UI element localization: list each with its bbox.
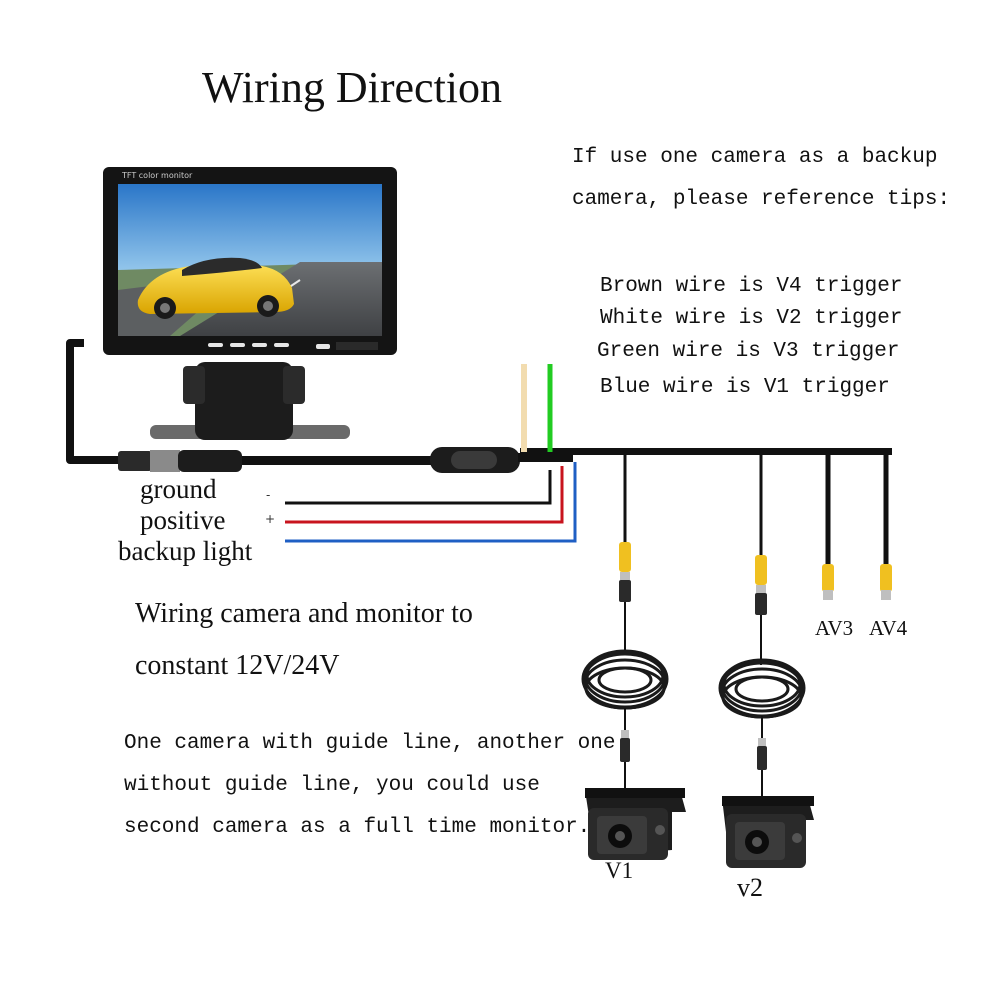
monitor-stand xyxy=(195,362,293,440)
av4-label: AV4 xyxy=(869,616,908,640)
rca-connectors xyxy=(619,542,892,665)
positive-label: positive xyxy=(140,505,226,535)
power-wires xyxy=(285,462,577,543)
camera-note-line-3: second camera as a full time monitor. xyxy=(124,816,591,839)
backup-tip-line-2: camera, please reference tips: xyxy=(572,188,951,211)
green-trigger-note: Green wire is V3 trigger xyxy=(597,340,900,363)
camera-note-line-2: without guide line, you could use xyxy=(124,774,540,797)
av3-label: AV3 xyxy=(815,616,854,640)
brown-trigger-note: Brown wire is V4 trigger xyxy=(600,275,903,298)
monitor-graphic xyxy=(103,167,397,440)
backup-light-wire xyxy=(285,462,577,543)
coiled-cable-v1 xyxy=(581,649,669,710)
car-graphic xyxy=(137,257,294,319)
monitor-brand-label: TFT color monitor xyxy=(122,171,193,180)
ground-label: ground xyxy=(140,474,217,504)
backup-tip-line-1: If use one camera as a backup xyxy=(572,146,938,169)
positive-sign: + xyxy=(265,512,276,526)
white-trigger-note: White wire is V2 trigger xyxy=(600,307,903,330)
ground-wire xyxy=(285,470,552,505)
wiring-note-line-1: Wiring camera and monitor to xyxy=(135,598,473,629)
main-harness-cable xyxy=(66,339,892,473)
coiled-cable-v2 xyxy=(718,658,806,719)
camera-v2-graphic xyxy=(722,796,814,868)
blue-trigger-note: Blue wire is V1 trigger xyxy=(600,376,890,399)
camera-v1-label: V1 xyxy=(605,858,634,883)
camera-note-line-1: One camera with guide line, another one xyxy=(124,732,616,755)
camera-connect-cables xyxy=(620,708,767,796)
wiring-note-line-2: constant 12V/24V xyxy=(135,650,340,681)
positive-wire xyxy=(285,466,564,524)
ground-sign: - xyxy=(266,488,271,502)
backup-light-label: backup light xyxy=(118,536,253,566)
camera-v2-label: v2 xyxy=(737,873,763,902)
camera-v1-graphic xyxy=(585,788,686,860)
av-plug xyxy=(118,451,152,471)
camera-drop-cables xyxy=(623,448,889,566)
page-title: Wiring Direction xyxy=(202,63,503,112)
